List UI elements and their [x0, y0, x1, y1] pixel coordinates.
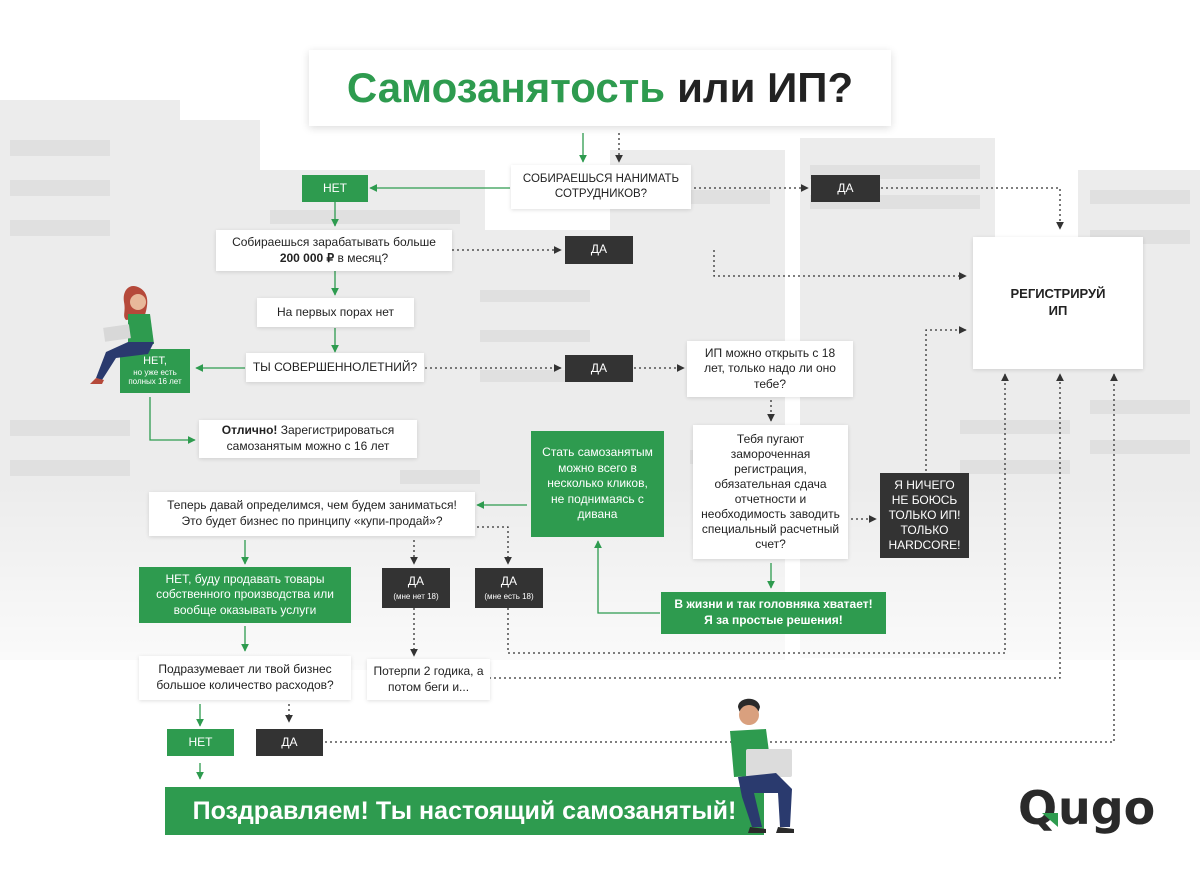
early-no-text: На первых порах нет — [276, 304, 395, 319]
answer-yes-expenses-text: ДА — [281, 734, 298, 749]
question-scared: Тебя пугают замороченная регистрация, об… — [693, 425, 848, 559]
question-earn-suffix: в месяц? — [334, 250, 389, 265]
simple-solutions-text: В жизни и так головняка хватает! Я за пр… — [674, 597, 873, 627]
question-expenses-text: Подразумевает ли твой бизнес большое кол… — [156, 662, 334, 692]
answer-yes-under-18-text: ДА — [407, 574, 425, 588]
question-business-text: Теперь давай определимся, чем будем зани… — [167, 498, 457, 528]
hardcore: Я НИЧЕГО НЕ БОЮСЬ ТОЛЬКО ИП! ТОЛЬКО HARD… — [880, 473, 969, 558]
logo-accent-icon — [1042, 813, 1058, 827]
answer-no-hire: НЕТ — [302, 175, 368, 202]
qugo-logo-q: Q — [1018, 781, 1058, 835]
ip-from-18: ИП можно открыть с 18 лет, только надо л… — [687, 341, 853, 397]
answer-no-expenses: НЕТ — [167, 729, 234, 756]
question-earn-amount: 200 000 ₽ — [279, 250, 335, 265]
qugo-logo: Q ugo — [1018, 781, 1156, 835]
question-hire-text: СОБИРАЕШЬСЯ НАНИМАТЬ СОТРУДНИКОВ? — [522, 173, 680, 200]
answer-yes-expenses: ДА — [256, 729, 323, 756]
great-bold: Отлично! — [221, 423, 278, 438]
register-ip-text: РЕГИСТРИРУЙ ИП — [1010, 286, 1106, 318]
great-self-employed: Отлично! Зарегистрироваться самозанятым … — [199, 420, 417, 458]
page-title: Самозанятость или ИП? — [309, 50, 891, 126]
answer-yes-adult-text: ДА — [590, 360, 608, 375]
easy-self-employed: Стать самозанятым можно всего в нескольк… — [531, 431, 664, 537]
title-rest: или ИП? — [677, 64, 854, 111]
question-scared-text: Тебя пугают замороченная регистрация, об… — [701, 432, 840, 551]
answer-yes-hire-text: ДА — [837, 180, 854, 195]
final-banner-text: Поздравляем! Ты настоящий самозанятый! — [192, 796, 737, 825]
easy-self-employed-text: Стать самозанятым можно всего в нескольк… — [542, 445, 653, 522]
final-banner: Поздравляем! Ты настоящий самозанятый! — [165, 787, 764, 835]
man-with-laptop-illustration — [730, 698, 794, 833]
early-no: На первых порах нет — [257, 298, 414, 327]
title-accent: Самозанятость — [346, 64, 666, 111]
ip-from-18-text: ИП можно открыть с 18 лет, только надо л… — [704, 345, 836, 391]
question-adult-text: ТЫ СОВЕРШЕННОЛЕТНИЙ? — [252, 359, 418, 374]
qugo-logo-rest: ugo — [1058, 781, 1156, 835]
answer-yes-over-18-text: ДА — [500, 574, 518, 588]
answer-yes-under-18-note: (мне нет 18) — [393, 591, 439, 601]
own-products: НЕТ, буду продавать товары собственного … — [139, 567, 351, 623]
simple-solutions: В жизни и так головняка хватает! Я за пр… — [661, 592, 886, 634]
question-adult: ТЫ СОВЕРШЕННОЛЕТНИЙ? — [246, 353, 424, 382]
answer-yes-earn: ДА — [565, 236, 633, 264]
answer-no-adult-text: НЕТ, — [143, 355, 167, 368]
answer-yes-hire: ДА — [811, 175, 880, 202]
woman-with-laptop-illustration — [90, 285, 154, 384]
answer-yes-under-18: ДА (мне нет 18) — [382, 568, 450, 608]
answer-no-adult-note: но уже есть полных 16 лет — [128, 368, 182, 387]
answer-yes-over-18: ДА (мне есть 18) — [475, 568, 543, 608]
question-business: Теперь давай определимся, чем будем зани… — [149, 492, 475, 536]
own-products-text: НЕТ, буду продавать товары собственного … — [156, 571, 334, 617]
answer-no-adult: НЕТ, но уже есть полных 16 лет — [120, 349, 190, 393]
answer-no-hire-text: НЕТ — [323, 180, 347, 195]
wait-two-years-text: Потерпи 2 годика, а потом беги и... — [373, 663, 484, 694]
hardcore-text: Я НИЧЕГО НЕ БОЮСЬ ТОЛЬКО ИП! ТОЛЬКО HARD… — [888, 478, 961, 552]
answer-yes-over-18-note: (мне есть 18) — [484, 591, 534, 601]
great-rest: Зарегистрироваться самозанятым можно с 1… — [226, 423, 395, 453]
question-expenses: Подразумевает ли твой бизнес большое кол… — [139, 656, 351, 700]
answer-yes-earn-text: ДА — [590, 242, 608, 257]
wait-two-years: Потерпи 2 годика, а потом беги и... — [367, 659, 490, 700]
register-ip: РЕГИСТРИРУЙ ИП — [973, 237, 1143, 369]
question-hire: СОБИРАЕШЬСЯ НАНИМАТЬ СОТРУДНИКОВ? — [511, 165, 691, 209]
question-earn-text: Собираешься зарабатывать больше — [232, 234, 436, 249]
question-earn: Собираешься зарабатывать больше 200 000 … — [216, 230, 452, 271]
answer-no-expenses-text: НЕТ — [188, 734, 213, 749]
answer-yes-adult: ДА — [565, 355, 633, 382]
